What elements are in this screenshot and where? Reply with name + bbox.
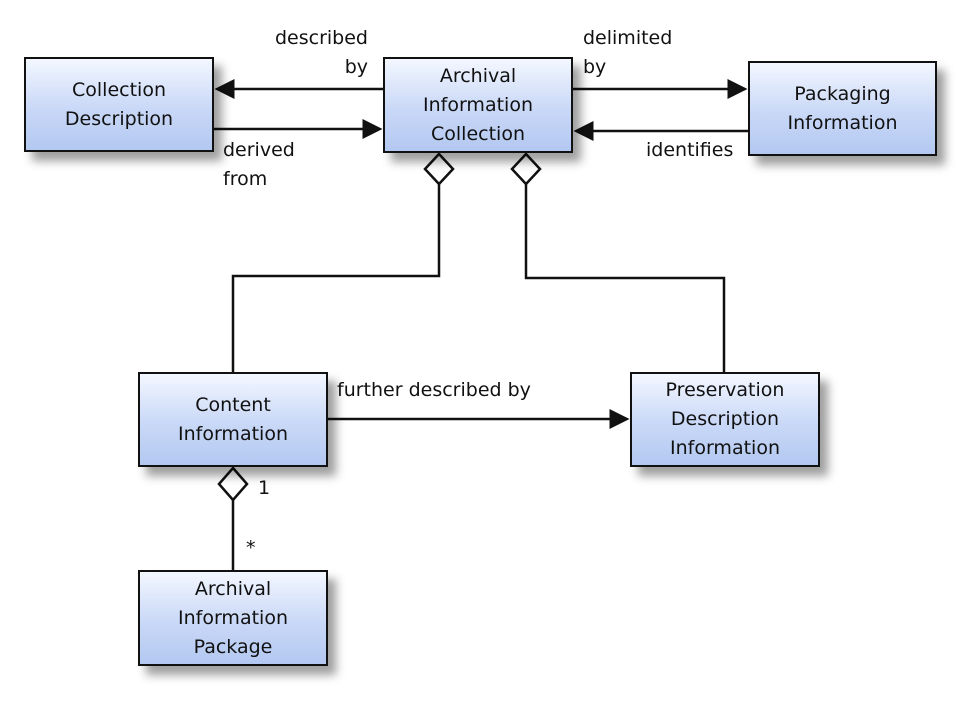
identifies-label: identifies (646, 139, 734, 161)
aggregation-line-pdi (524, 184, 726, 372)
aggregation-diamond-content (423, 152, 455, 186)
aggregation-diamond-pdi (510, 152, 542, 186)
delimited-by-label: delimited by (583, 27, 673, 78)
content-information-box: Content Information (138, 372, 328, 467)
further-described-by-label: further described by (337, 379, 531, 401)
aggregation-diamond-aip (217, 466, 249, 502)
aggregation-line-content (231, 184, 441, 372)
multiplicity-one-label: 1 (258, 477, 271, 499)
multiplicity-many-label: * (246, 537, 256, 559)
preservation-description-information-box: Preservation Description Information (630, 372, 820, 467)
archival-information-collection-box: Archival Information Collection (383, 57, 573, 153)
packaging-information-box: Packaging Information (748, 61, 937, 156)
archival-information-package-box: Archival Information Package (138, 570, 328, 666)
described-by-label: described by (275, 27, 368, 78)
collection-description-box: Collection Description (24, 57, 214, 152)
derived-from-label: derived from (223, 139, 295, 190)
